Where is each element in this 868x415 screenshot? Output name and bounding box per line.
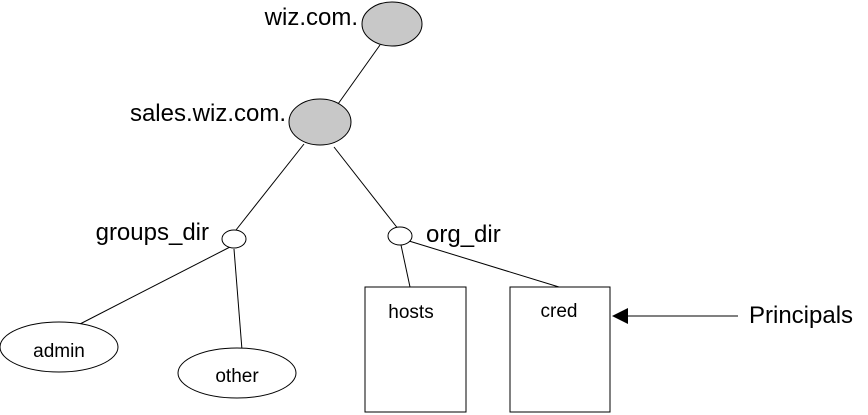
admin-group-label: admin <box>33 341 85 362</box>
groups-dir-label: groups_dir <box>96 219 209 246</box>
edge-org-dir-to-cred <box>408 240 560 288</box>
other-group-label: other <box>215 366 259 387</box>
hosts-table-node <box>364 286 467 413</box>
sales-wiz-com-node <box>288 98 352 146</box>
sales-wiz-com-label: sales.wiz.com. <box>130 100 286 127</box>
cred-table-node <box>509 286 611 413</box>
principals-arrow-head <box>612 308 628 324</box>
edge-groups-dir-to-other <box>233 248 243 351</box>
groups-dir-node <box>221 229 247 249</box>
other-group-node <box>177 347 297 399</box>
edge-org-dir-to-hosts <box>400 244 411 288</box>
edge-wiz-to-sales <box>337 44 381 105</box>
org-dir-node <box>387 226 413 246</box>
admin-group-node <box>0 321 119 373</box>
edge-sales-to-org-dir <box>333 146 400 231</box>
org-dir-label: org_dir <box>426 221 501 248</box>
wiz-com-node <box>361 1 423 47</box>
edge-groups-dir-to-admin <box>79 246 231 325</box>
hosts-table-label: hosts <box>388 302 433 323</box>
edge-sales-to-groups-dir <box>235 143 305 231</box>
wiz-com-label: wiz.com. <box>264 4 358 31</box>
cred-table-label: cred <box>541 301 578 322</box>
principals-label: Principals <box>749 302 853 329</box>
